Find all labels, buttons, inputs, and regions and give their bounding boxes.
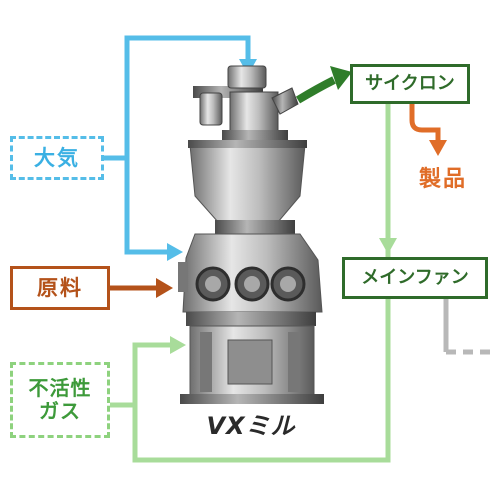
inert-gas-label-line2: ガス bbox=[39, 399, 81, 423]
cyclone-box: サイクロン bbox=[350, 64, 470, 104]
raw-material-box: 原料 bbox=[10, 266, 110, 310]
cyclone-to-fan-arrowhead bbox=[379, 238, 397, 254]
mill-label: VXミル bbox=[196, 410, 306, 444]
atmosphere-box: 大気 bbox=[10, 136, 104, 180]
exhaust-arrowhead bbox=[330, 66, 352, 90]
inert-gas-arrowhead bbox=[170, 336, 186, 354]
atmosphere-line bbox=[102, 35, 251, 255]
inert-gas-feed-line bbox=[110, 342, 172, 408]
product-arrowhead bbox=[429, 140, 447, 156]
product-line bbox=[409, 102, 441, 142]
raw-material-arrowhead bbox=[156, 278, 173, 298]
inert-gas-label-line1: 不活性 bbox=[28, 376, 92, 400]
product-label: 製品 bbox=[408, 163, 478, 197]
exhaust-arrow-line bbox=[295, 76, 336, 104]
main-fan-box: メインファン bbox=[342, 257, 488, 299]
atmosphere-side-arrowhead bbox=[167, 243, 183, 261]
vx-mill-machine bbox=[178, 65, 324, 404]
inert-gas-box: 不活性 ガス bbox=[10, 362, 110, 438]
